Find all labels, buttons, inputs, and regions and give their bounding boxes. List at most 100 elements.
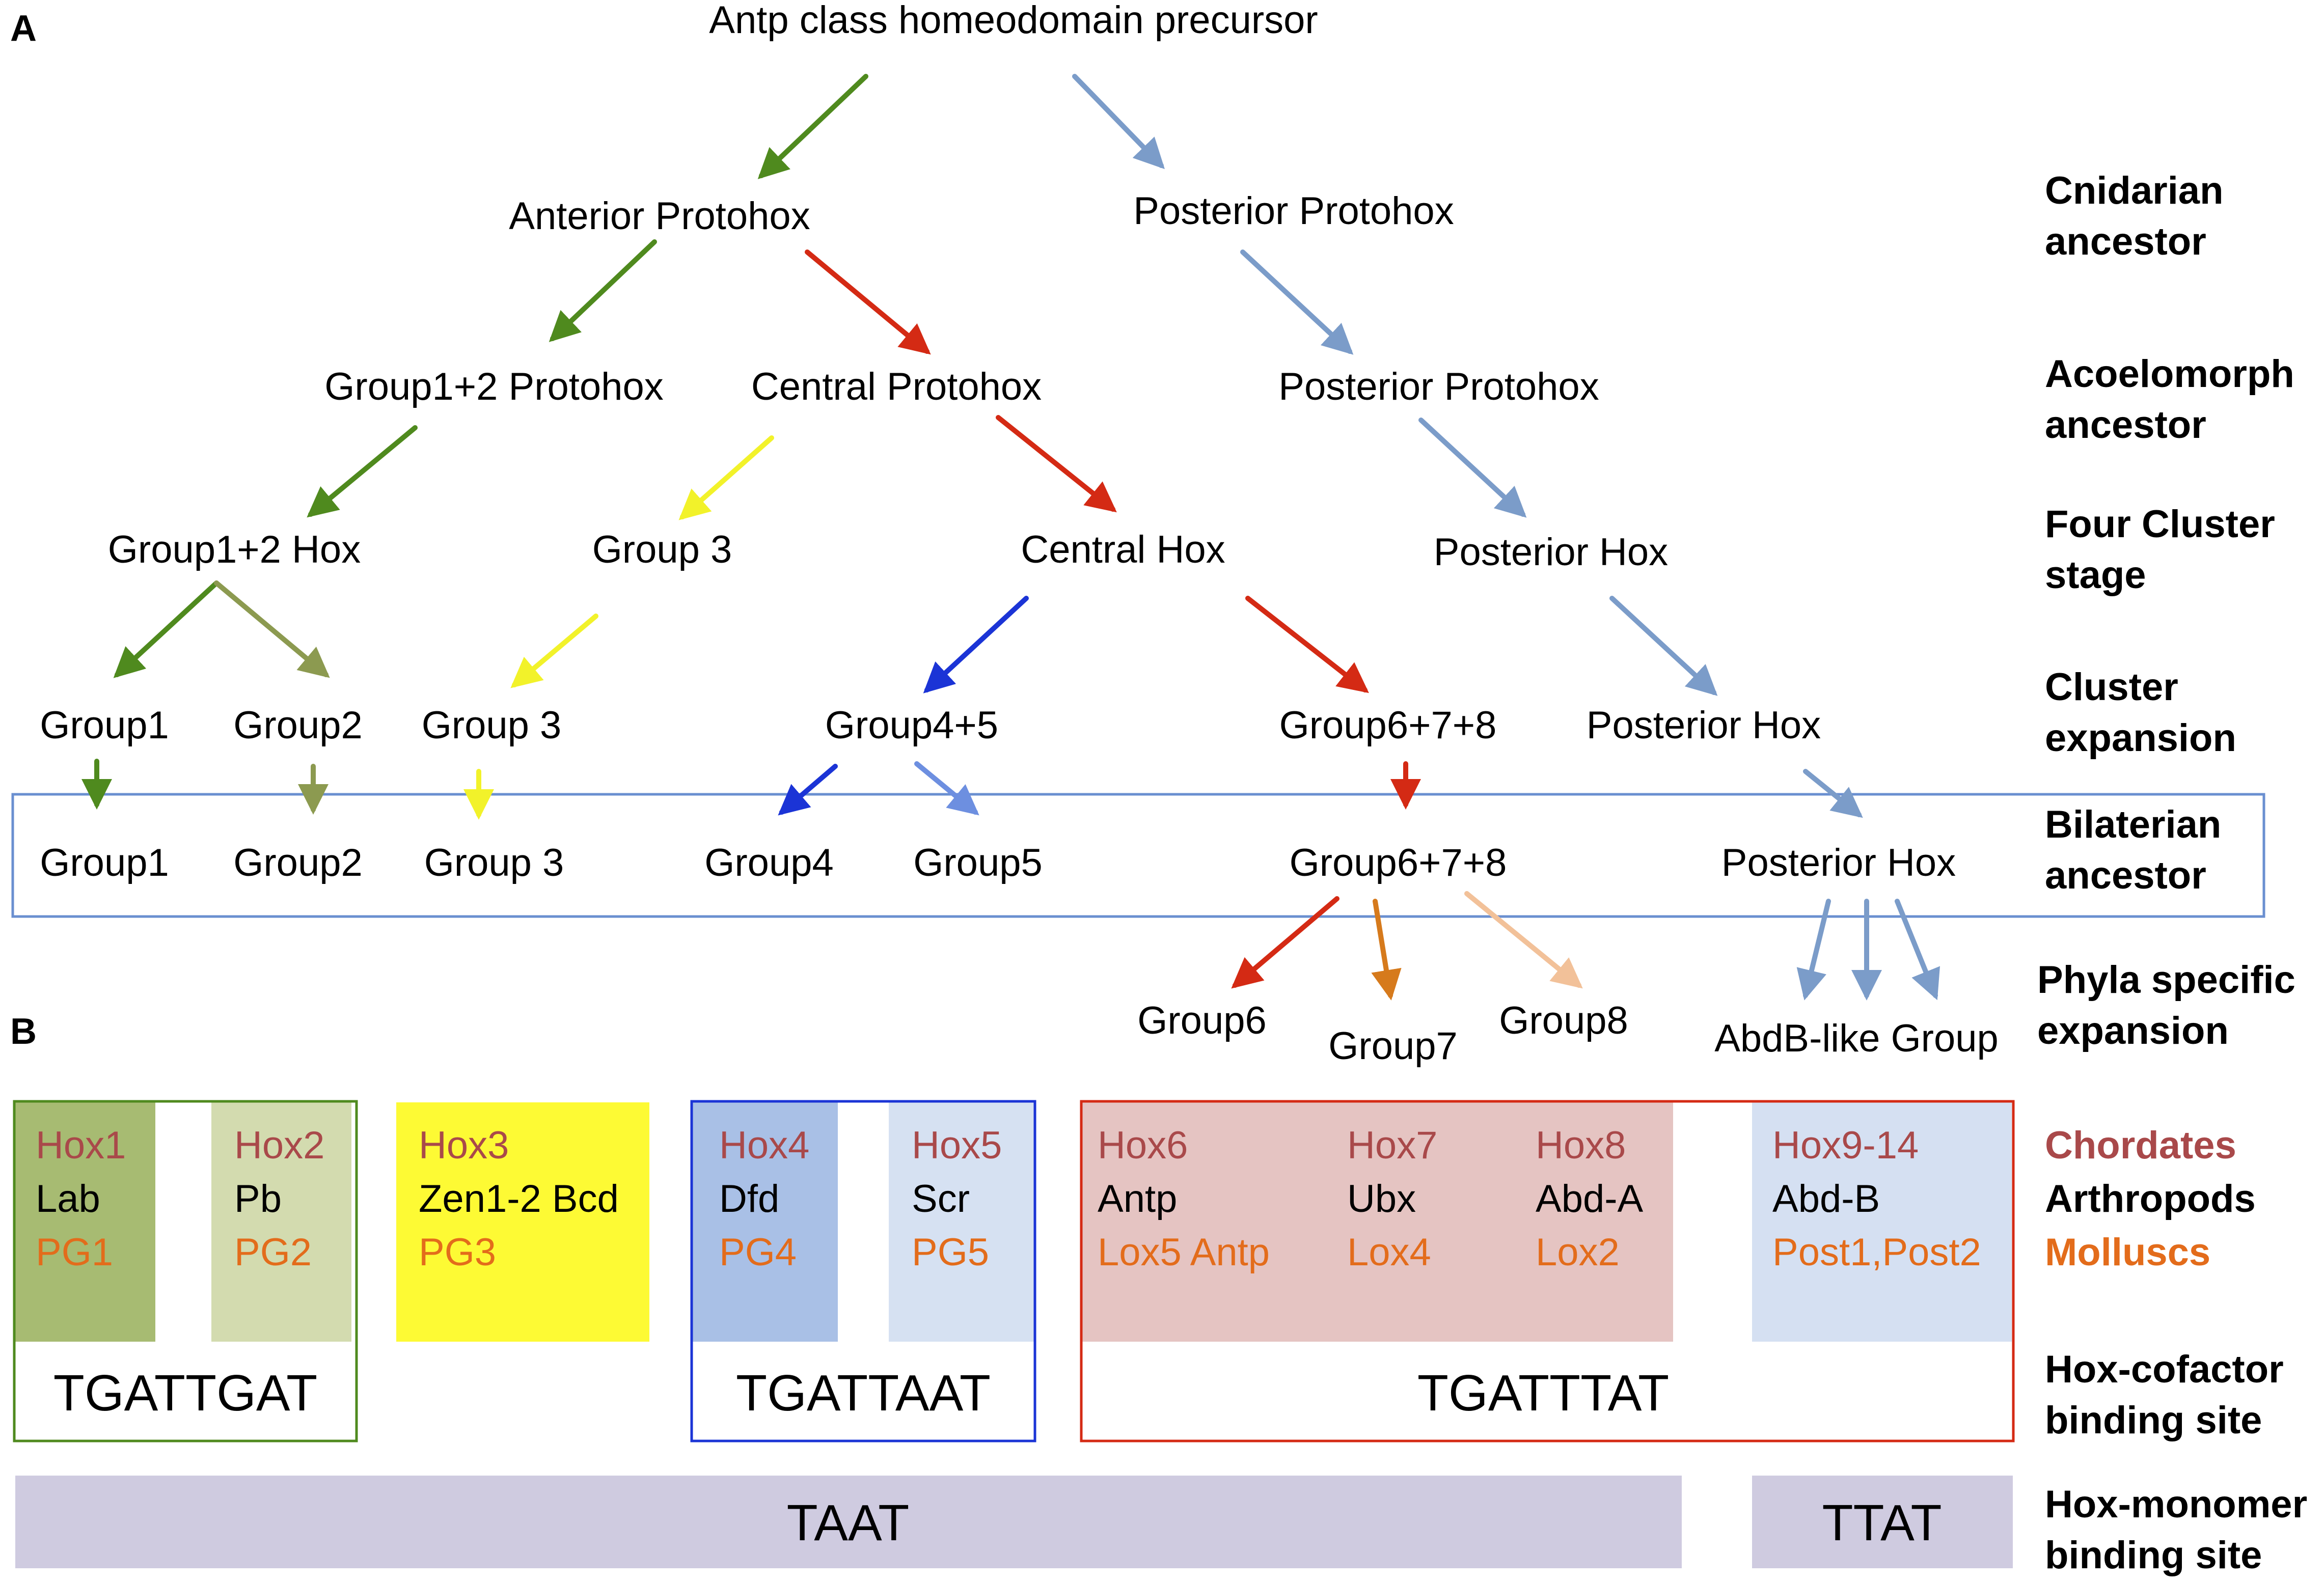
gene-hox9-14-mollusc: Post1,Post2: [1772, 1231, 1981, 1274]
arrow-central-to-centralhox: [996, 415, 1117, 513]
node-central-hox: Central Hox: [1021, 528, 1225, 571]
node-posterior-protohox-2: Posterior Protohox: [1278, 365, 1599, 408]
stage-four-cluster-line2: stage: [2045, 553, 2146, 597]
node-bil-posterior: Posterior Hox: [1721, 841, 1956, 884]
legend-cofactor-line2: binding site: [2045, 1399, 2262, 1442]
gene-hox7-chordate: Hox7: [1347, 1124, 1437, 1167]
gene-hox8-mollusc: Lox2: [1536, 1231, 1620, 1274]
node-root: Antp class homeodomain precursor: [709, 0, 1318, 42]
node-phy-group8: Group8: [1499, 999, 1628, 1042]
stage-bilaterian-line1: Bilaterian: [2045, 803, 2221, 846]
gene-blocks: [15, 1102, 2012, 1342]
node-phy-abdb: AbdB-like Group: [1714, 1017, 1999, 1060]
legend-cofactor-line1: Hox-cofactor: [2045, 1348, 2284, 1391]
node-exp-posterior: Posterior Hox: [1587, 704, 1821, 747]
gene-hox2-mollusc: PG2: [234, 1231, 312, 1274]
gene-hox7-arthropod: Ubx: [1347, 1177, 1416, 1220]
node-bil-group1: Group1: [40, 841, 169, 884]
stage-acoelomorph-line2: ancestor: [2045, 403, 2206, 447]
cofactor-box-central45: [690, 1100, 1036, 1442]
legend: Chordates Arthropods Molluscs Hox-cofact…: [2045, 1124, 2307, 1577]
gene-hox4-arthropod: Dfd: [719, 1177, 779, 1220]
gene-hox1-mollusc: PG1: [36, 1231, 113, 1274]
monomer-bar-main: [15, 1476, 1682, 1568]
monomer-bar-posterior: [1752, 1476, 2013, 1568]
stage-bilaterian-line2: ancestor: [2045, 854, 2206, 897]
arrow-group12protohox-to-hox: [307, 425, 418, 518]
gene-block-hox9-14: [1752, 1102, 2012, 1342]
arrow-group678-to-group8: [1464, 891, 1583, 989]
gene-hox4-mollusc: PG4: [719, 1231, 797, 1274]
stage-acoelomorph-line1: Acoelomorph: [2045, 352, 2294, 396]
stage-cluster-expansion-line2: expansion: [2045, 716, 2236, 760]
arrow-group45-to-group4: [778, 764, 838, 816]
node-exp-group45: Group4+5: [825, 704, 998, 747]
gene-labels: Hox1 Lab PG1 Hox2 Pb PG2 Hox3 Zen1-2 Bcd…: [36, 1124, 1981, 1274]
arrow-group12hox-to-group1: [113, 580, 219, 678]
gene-hox5-chordate: Hox5: [912, 1124, 1002, 1167]
arrow-anterior-to-central: [805, 249, 931, 355]
arrow-posterior-to-abdb-right: [1895, 899, 1940, 1001]
arrow-group678-to-group7: [1371, 899, 1402, 1001]
gene-hox4-chordate: Hox4: [719, 1124, 809, 1167]
legend-chordates: Chordates: [2045, 1124, 2236, 1167]
legend-molluscs: Molluscs: [2045, 1231, 2210, 1274]
legend-cofactor: Hox-cofactor binding site: [2045, 1348, 2294, 1442]
node-bil-group2: Group2: [233, 841, 363, 884]
stage-phyla-specific-line2: expansion: [2037, 1009, 2229, 1052]
node-exp-group678: Group6+7+8: [1279, 704, 1497, 747]
arrow-group12hox-to-group2: [214, 580, 330, 678]
stage-four-cluster: Four Cluster stage: [2045, 503, 2286, 597]
arrow-group45-to-group5: [914, 761, 979, 816]
arrow-posteriorhox-to-bil-posterior: [1803, 769, 1863, 818]
node-posterior-protohox-1: Posterior Protohox: [1133, 189, 1454, 233]
arrow-centralhox-to-group678: [1245, 596, 1369, 693]
gene-block-hox6-8: [1082, 1102, 1673, 1342]
node-bil-group4: Group4: [704, 841, 834, 884]
gene-hox5-arthropod: Scr: [912, 1177, 970, 1220]
gene-hox1-chordate: Hox1: [36, 1124, 126, 1167]
stage-phyla-specific: Phyla specific expansion: [2037, 958, 2306, 1052]
stage-bilaterian: Bilaterian ancestor: [2045, 803, 2232, 897]
gene-hox3-chordate: Hox3: [419, 1124, 509, 1167]
node-group3-four: Group 3: [592, 528, 732, 571]
gene-hox9-14-chordate: Hox9-14: [1772, 1124, 1919, 1167]
arrow-posterior-to-posteriorhox: [1418, 418, 1527, 518]
gene-hox6-arthropod: Antp: [1098, 1177, 1177, 1220]
node-exp-group2: Group2: [233, 704, 363, 747]
legend-monomer-line1: Hox-monomer: [2045, 1483, 2307, 1526]
arrow-posterior-to-posterior: [1240, 249, 1354, 355]
node-central-protohox: Central Protohox: [751, 365, 1042, 408]
node-anterior-protohox: Anterior Protohox: [509, 195, 810, 238]
gene-block-hox2: [211, 1102, 351, 1342]
arrow-group3-to-group3: [510, 614, 598, 688]
gene-hox8-chordate: Hox8: [1536, 1124, 1626, 1167]
node-phy-group6: Group6: [1137, 999, 1267, 1042]
gene-hox3-mollusc: PG3: [419, 1231, 496, 1274]
panel-label-a: A: [10, 8, 37, 49]
node-bil-group678: Group6+7+8: [1290, 841, 1507, 884]
node-exp-group3: Group 3: [422, 704, 562, 747]
node-exp-group1: Group1: [40, 704, 169, 747]
gene-block-hox5: [889, 1102, 1034, 1342]
stage-phyla-specific-line1: Phyla specific: [2037, 958, 2295, 1002]
gene-block-hox3: [396, 1102, 649, 1342]
stage-cnidarian: Cnidarian ancestor: [2045, 169, 2234, 263]
arrow-root-to-posterior: [1072, 74, 1165, 170]
gene-hox7-mollusc: Lox4: [1347, 1231, 1431, 1274]
arrow-root-to-anterior: [757, 74, 868, 179]
stage-cluster-expansion: Cluster expansion: [2045, 665, 2236, 760]
gene-hox6-mollusc: Lox5 Antp: [1098, 1231, 1270, 1274]
stage-cnidarian-line1: Cnidarian: [2045, 169, 2224, 212]
monomer-site-main: TAAT: [787, 1494, 910, 1551]
stage-labels: Cnidarian ancestor Acoelomorph ancestor …: [2037, 169, 2306, 1052]
cofactor-site-central45: TGATTAAT: [736, 1365, 991, 1422]
node-phy-group7: Group7: [1328, 1024, 1458, 1068]
node-group12-hox: Group1+2 Hox: [108, 528, 361, 571]
arrow-anterior-to-group12: [549, 239, 657, 342]
bilaterian-ancestor-box: [11, 793, 2265, 918]
arrow-centralhox-to-group45: [923, 596, 1029, 693]
tree-nodes: Antp class homeodomain precursor Anterio…: [40, 0, 1999, 1068]
gene-hox6-chordate: Hox6: [1098, 1124, 1188, 1167]
